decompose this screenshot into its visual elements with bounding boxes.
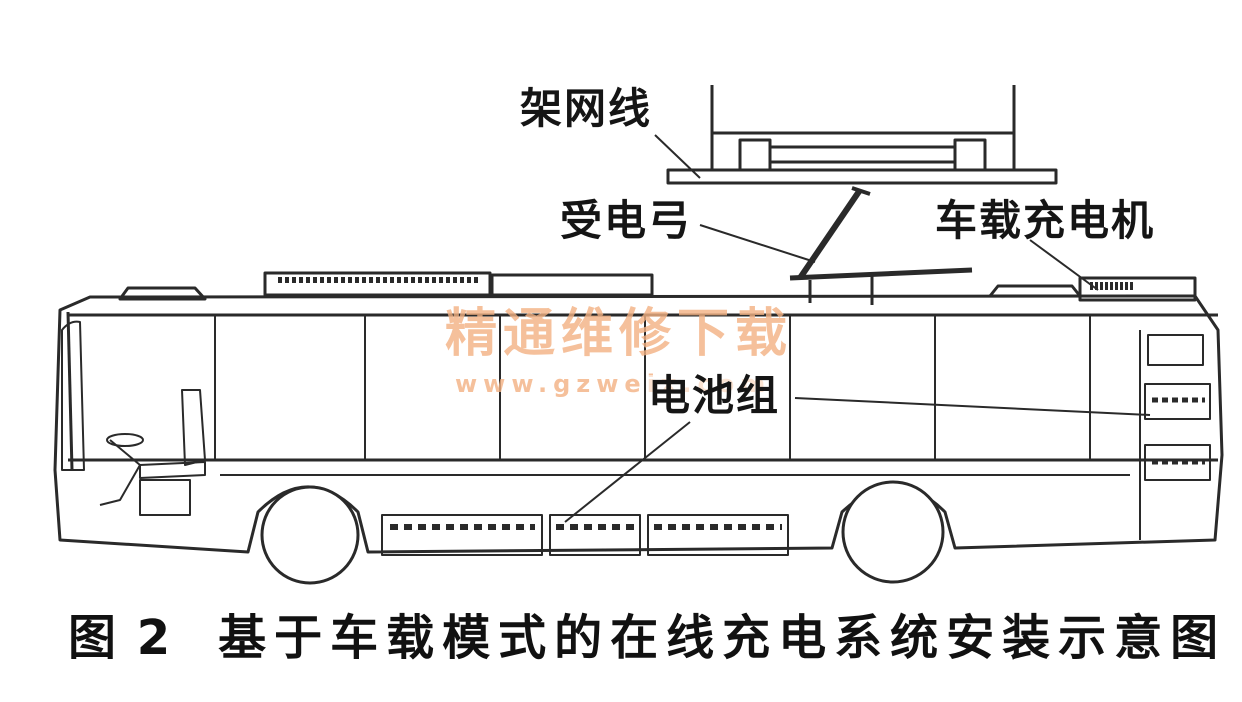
label-pantograph: 受电弓 [560,196,693,245]
label-onboard-charger: 车载充电机 [935,196,1156,245]
driver-seat [99,389,206,516]
roof-equipment [118,271,1197,302]
figure-number: 图 2 [68,610,173,666]
rear-compartments [1144,383,1211,481]
label-battery-pack: 电池组 [648,371,781,420]
leader-lines [564,134,1151,523]
label-overhead-wire: 架网线 [520,84,653,133]
battery-boxes [381,514,789,556]
caption-text: 基于车载模式的在线充电系统安装示意图 [218,610,1227,666]
watermark-title: 精通维修下载 [445,304,794,364]
overhead-wire-structure [666,85,1058,185]
pantograph-arm [789,186,973,305]
wheels [260,480,945,585]
bus-line-drawing [53,85,1224,585]
